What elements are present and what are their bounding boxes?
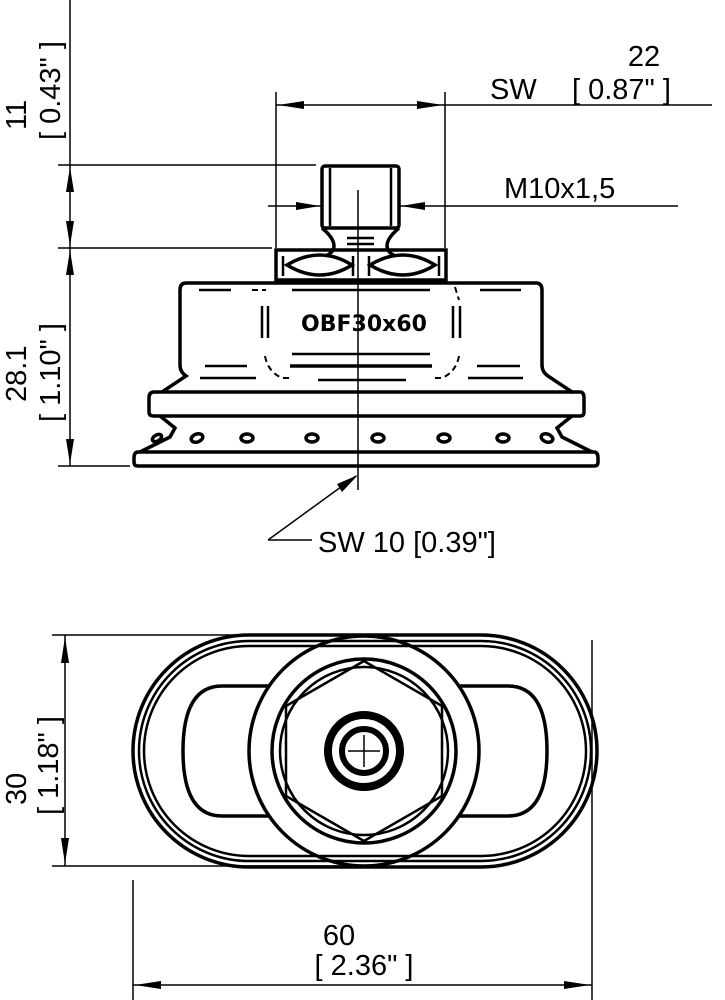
length-inch: [ 2.36" ] xyxy=(315,950,414,982)
thread-outer xyxy=(324,711,404,791)
wrench-top-mm: 22 xyxy=(628,41,660,73)
dimension-wrench-10: SW 10 [0.39"] xyxy=(267,475,496,559)
hex-nut xyxy=(274,248,448,282)
dimension-length: 60 [ 2.36" ] xyxy=(132,640,593,1000)
height-top-mm: 11 xyxy=(1,100,33,130)
thread-label: M10x1,5 xyxy=(504,173,615,205)
wrench-top-inch: [ 0.87" ] xyxy=(572,74,671,106)
part-label: OBF30x60 xyxy=(301,312,427,337)
dimension-wrench-22: 22 SW [ 0.87" ] xyxy=(275,41,712,248)
wrench-bottom-label: SW 10 [0.39"] xyxy=(318,527,496,559)
height-body-inch: [ 1.10" ] xyxy=(35,323,67,422)
width-inch: [ 1.18" ] xyxy=(33,716,65,815)
inner-lobe-right xyxy=(460,684,549,818)
height-body-mm: 28.1 xyxy=(1,346,33,402)
hex-nut-outline xyxy=(284,659,444,843)
length-mm: 60 xyxy=(323,920,355,952)
side-view: OBF30x60 11 [ 0.43" ] 28.1 [ 1.10" ] xyxy=(1,0,712,559)
threaded-stem xyxy=(320,164,401,258)
dimension-height-body: 28.1 [ 1.10" ] xyxy=(1,323,67,422)
dimension-height-top: 11 [ 0.43" ] xyxy=(1,0,316,467)
height-top-inch: [ 0.43" ] xyxy=(35,41,67,140)
inner-lobe-left xyxy=(181,684,270,818)
dimension-thread: M10x1,5 xyxy=(268,173,678,210)
top-view: 30 [ 1.18" ] 60 [ 2.36" ] xyxy=(1,633,599,1000)
vent-holes xyxy=(150,431,555,445)
width-mm: 30 xyxy=(1,773,33,805)
cup-body xyxy=(132,281,600,468)
dimension-width: 30 [ 1.18" ] xyxy=(1,634,364,867)
wrench-top-prefix: SW xyxy=(490,74,537,106)
